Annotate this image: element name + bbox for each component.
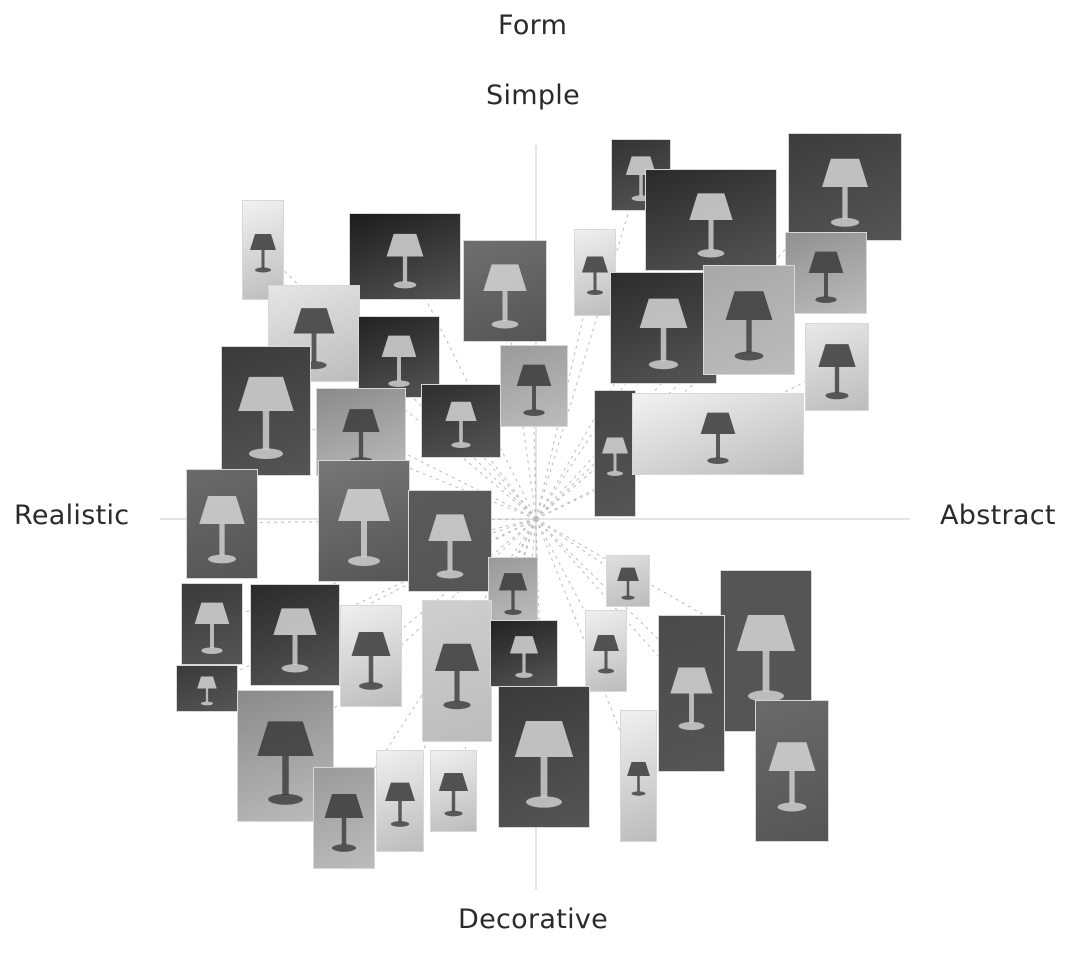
- thumb-bottle-vases: [610, 272, 717, 384]
- thumb-lace-cube: [490, 620, 558, 687]
- thumb-amber-glow: [408, 490, 492, 592]
- connector-ray: [261, 248, 537, 520]
- thumb-mushroom-lamp: [805, 323, 869, 411]
- lamp-icon: [338, 489, 390, 566]
- thumb-planter-lamp: [430, 750, 477, 832]
- lamp-icon: [428, 514, 472, 579]
- form-title: Form: [498, 10, 568, 41]
- axis-label-abstract: Abstract: [940, 500, 1056, 531]
- lamp-icon: [257, 721, 314, 805]
- lamp-icon: [324, 794, 364, 852]
- connector-ray: [511, 518, 537, 590]
- thumb-floral-shade-lamp: [498, 686, 590, 828]
- thumb-jellyfish-lamp: [221, 346, 311, 476]
- lamp-icon: [273, 608, 317, 673]
- lamp-icon: [434, 643, 480, 710]
- lamp-icon: [700, 412, 736, 464]
- lamp-icon: [351, 632, 391, 690]
- thumb-mini-cubes: [703, 265, 795, 375]
- thumb-drum-shade-lamp: [463, 240, 547, 342]
- lamp-icon: [768, 742, 816, 812]
- thumb-silhouette-lamp: [181, 583, 243, 665]
- thumb-wire-chair-lamp: [349, 213, 461, 300]
- lamp-icon: [498, 573, 528, 615]
- axis-label-realistic: Realistic: [14, 500, 130, 531]
- lamp-icon: [617, 567, 639, 600]
- thumb-column-lamp: [620, 710, 657, 842]
- connector-ray: [448, 518, 537, 541]
- thumb-gourd-lamp: [788, 133, 902, 241]
- lamp-icon: [602, 437, 628, 476]
- lamp-icon: [582, 256, 608, 295]
- lamp-icon: [238, 376, 294, 459]
- lamp-icon: [818, 344, 856, 400]
- lamp-icon: [445, 401, 477, 448]
- thumb-wood-frame-lamp: [606, 555, 650, 607]
- lamp-icon: [509, 636, 539, 678]
- thumb-lantern-post: [422, 600, 492, 742]
- lamp-icon: [689, 193, 733, 258]
- thumb-globe-lamp: [488, 557, 538, 624]
- thumb-ceramic-lamp: [340, 605, 402, 707]
- thumb-figure-lamp: [186, 469, 258, 579]
- lamp-icon: [670, 667, 713, 731]
- thumb-square-shades: [421, 384, 501, 458]
- thumb-candelabra: [313, 767, 375, 869]
- connector-ray: [522, 518, 537, 653]
- thumb-tall-slat-lamp: [594, 390, 636, 517]
- thumb-curved-panel-lamp: [658, 615, 725, 772]
- thumb-mosaic-panel: [500, 345, 568, 427]
- lamp-icon: [516, 364, 552, 416]
- lamp-icon: [639, 298, 688, 370]
- lamp-icon: [438, 773, 469, 817]
- lamp-icon: [514, 721, 574, 808]
- lamp-icon: [194, 602, 230, 654]
- lamp-icon: [385, 782, 415, 827]
- thumb-floor-lamps: [318, 460, 410, 582]
- lamp-icon: [386, 233, 424, 289]
- lamp-icon: [381, 335, 417, 387]
- thumb-tree-lamp: [237, 690, 334, 822]
- axis-label-simple: Simple: [486, 80, 580, 111]
- lamp-icon: [199, 496, 245, 564]
- thumb-textured-panel: [755, 700, 829, 842]
- lamp-icon: [483, 264, 527, 329]
- lamp-icon: [250, 234, 276, 273]
- thumb-tulip-lamps: [632, 393, 804, 475]
- connector-ray: [532, 384, 537, 520]
- axis-label-decorative: Decorative: [458, 904, 609, 935]
- lamp-icon: [593, 635, 619, 674]
- thumb-dark-glow: [645, 169, 777, 271]
- thumb-flower-lamp: [250, 584, 340, 686]
- thumb-twin-tower-lamps: [242, 200, 284, 300]
- lamp-icon: [725, 291, 773, 361]
- thumb-cage-lamp: [585, 610, 627, 692]
- thumb-small-box: [176, 665, 238, 712]
- lamp-icon: [627, 762, 650, 796]
- thumb-cubes: [785, 232, 867, 314]
- lamp-icon: [197, 676, 217, 706]
- lamp-icon: [822, 158, 868, 227]
- lamp-icon: [808, 251, 844, 303]
- lamp-icon: [736, 615, 796, 702]
- thumb-small-shade-lamp: [376, 750, 424, 852]
